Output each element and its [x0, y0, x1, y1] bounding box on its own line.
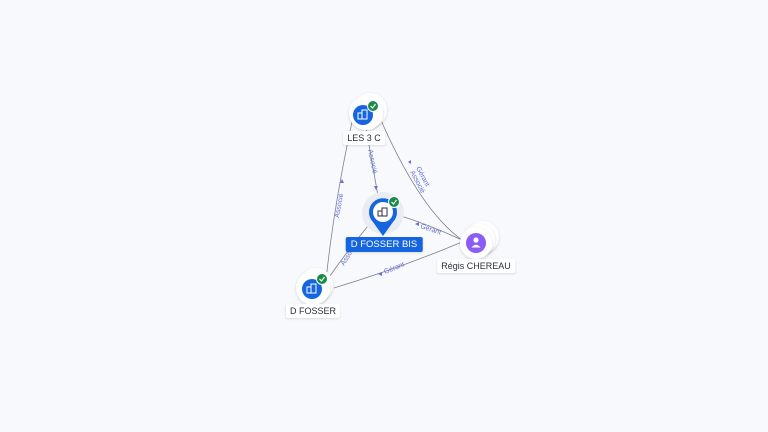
edge-regis-dfosser[interactable]	[333, 241, 463, 289]
arrow-marker	[408, 160, 411, 164]
node-label-dfosser[interactable]: D FOSSER	[285, 304, 341, 318]
pin-inner-circle	[373, 202, 393, 222]
verified-badge-icon	[367, 100, 379, 112]
node-dfosserbis[interactable]	[362, 192, 404, 236]
arrow-marker	[378, 272, 382, 276]
arrow-marker	[415, 222, 419, 226]
edge-arrows	[340, 160, 419, 276]
edge-regis-les3c[interactable]	[379, 117, 463, 241]
check-icon	[370, 103, 376, 109]
edge-regis-dfosserbis[interactable]	[397, 214, 463, 241]
arrow-marker	[374, 186, 378, 190]
company-icon	[357, 109, 368, 120]
verified-badge-icon	[388, 196, 400, 208]
edge-label-regis-dfosserbis: Gérant	[419, 223, 442, 236]
edge-label-les3c-dfosserbis: Associé	[366, 149, 378, 175]
company-node-circle	[353, 105, 373, 125]
company-icon	[377, 207, 388, 217]
person-node-circle	[466, 233, 486, 253]
edge-label-dfosser-les3c: Associé	[334, 193, 345, 218]
node-regis[interactable]	[460, 221, 499, 259]
arrow-marker	[340, 179, 344, 183]
node-label-dfosserbis[interactable]: D FOSSER BIS	[345, 237, 423, 252]
person-icon	[471, 237, 481, 248]
verified-badge-icon	[316, 273, 328, 285]
company-node-circle	[302, 279, 322, 299]
check-icon	[391, 199, 397, 205]
company-icon	[306, 283, 317, 294]
check-icon	[319, 276, 325, 282]
node-dfosser[interactable]	[296, 268, 333, 305]
edge-label-regis-dfosser: Gérant	[383, 261, 406, 276]
node-label-regis[interactable]: Régis CHEREAU	[437, 259, 515, 273]
node-label-les3c[interactable]: LES 3 C	[343, 131, 385, 145]
node-les3c[interactable]	[349, 93, 387, 130]
